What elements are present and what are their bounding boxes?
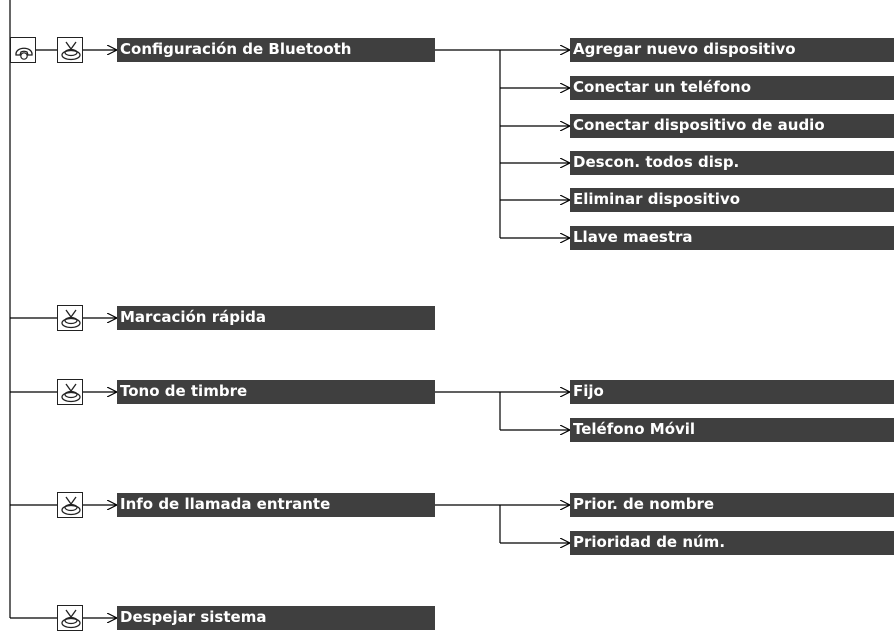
selector-knob-icon[interactable] bbox=[57, 379, 83, 405]
submenu-item-0-4[interactable]: Eliminar dispositivo bbox=[570, 188, 894, 212]
menu-item-3[interactable]: Info de llamada entrante bbox=[117, 493, 435, 517]
selector-knob-icon[interactable] bbox=[57, 492, 83, 518]
submenu-item-2-0[interactable]: Fijo bbox=[570, 380, 894, 404]
selector-knob-icon[interactable] bbox=[57, 37, 83, 63]
submenu-item-0-0[interactable]: Agregar nuevo dispositivo bbox=[570, 38, 894, 62]
submenu-item-3-1[interactable]: Prioridad de núm. bbox=[570, 531, 894, 555]
menu-item-1[interactable]: Marcación rápida bbox=[117, 306, 435, 330]
menu-item-2[interactable]: Tono de timbre bbox=[117, 380, 435, 404]
phone-settings-icon[interactable] bbox=[10, 37, 36, 63]
submenu-item-3-0[interactable]: Prior. de nombre bbox=[570, 493, 894, 517]
selector-knob-icon[interactable] bbox=[57, 305, 83, 331]
submenu-item-0-5[interactable]: Llave maestra bbox=[570, 226, 894, 250]
menu-item-4[interactable]: Despejar sistema bbox=[117, 606, 435, 630]
submenu-item-2-1[interactable]: Teléfono Móvil bbox=[570, 418, 894, 442]
selector-knob-icon[interactable] bbox=[57, 605, 83, 631]
submenu-item-0-1[interactable]: Conectar un teléfono bbox=[570, 76, 894, 100]
submenu-item-0-3[interactable]: Descon. todos disp. bbox=[570, 151, 894, 175]
menu-item-0[interactable]: Configuración de Bluetooth bbox=[117, 38, 435, 62]
submenu-item-0-2[interactable]: Conectar dispositivo de audio bbox=[570, 114, 894, 138]
